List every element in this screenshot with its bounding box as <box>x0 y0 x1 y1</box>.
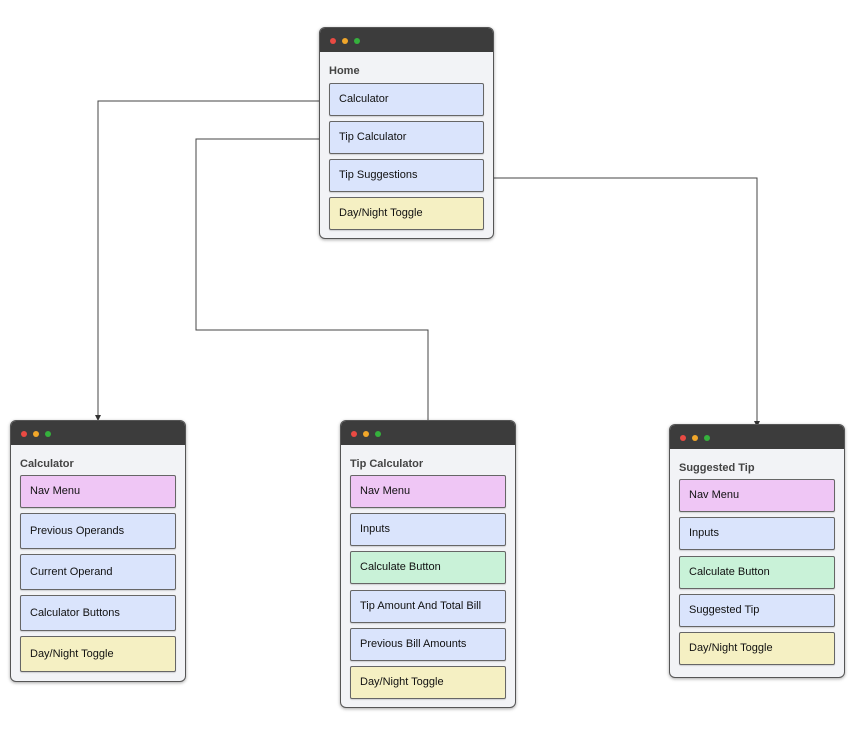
tip-calculator-item-tip-amount-and-total-bill[interactable]: Tip Amount And Total Bill <box>350 590 506 623</box>
window-title: Home <box>329 65 360 77</box>
window-calculator: Calculator Nav Menu Previous Operands Cu… <box>10 420 186 682</box>
tip-calculator-item-nav-menu[interactable]: Nav Menu <box>350 475 506 508</box>
suggested-tip-item-suggested-tip[interactable]: Suggested Tip <box>679 594 835 627</box>
tip-calculator-item-calculate-button[interactable]: Calculate Button <box>350 551 506 584</box>
calculator-item-nav-menu[interactable]: Nav Menu <box>20 475 176 508</box>
home-item-day-night-toggle[interactable]: Day/Night Toggle <box>329 197 484 230</box>
minimize-dot-icon <box>33 431 39 437</box>
titlebar <box>341 421 515 445</box>
window-home: Home Calculator Tip Calculator Tip Sugge… <box>319 27 494 239</box>
window-suggested-tip: Suggested Tip Nav Menu Inputs Calculate … <box>669 424 845 678</box>
window-title: Suggested Tip <box>679 462 755 474</box>
window-title: Calculator <box>20 458 74 470</box>
minimize-dot-icon <box>692 435 698 441</box>
suggested-tip-item-inputs[interactable]: Inputs <box>679 517 835 550</box>
maximize-dot-icon <box>45 431 51 437</box>
minimize-dot-icon <box>342 38 348 44</box>
tip-calculator-item-day-night-toggle[interactable]: Day/Night Toggle <box>350 666 506 699</box>
connector-home-to-calculator <box>95 98 334 421</box>
home-item-calculator[interactable]: Calculator <box>329 83 484 116</box>
tip-calculator-item-inputs[interactable]: Inputs <box>350 513 506 546</box>
calculator-item-day-night-toggle[interactable]: Day/Night Toggle <box>20 636 176 672</box>
close-dot-icon <box>680 435 686 441</box>
suggested-tip-item-day-night-toggle[interactable]: Day/Night Toggle <box>679 632 835 665</box>
titlebar <box>320 28 493 52</box>
maximize-dot-icon <box>375 431 381 437</box>
close-dot-icon <box>330 38 336 44</box>
home-item-tip-calculator[interactable]: Tip Calculator <box>329 121 484 154</box>
connector-home-to-suggested-tip <box>479 175 760 427</box>
calculator-item-previous-operands[interactable]: Previous Operands <box>20 513 176 549</box>
maximize-dot-icon <box>704 435 710 441</box>
titlebar <box>11 421 185 445</box>
home-item-tip-suggestions[interactable]: Tip Suggestions <box>329 159 484 192</box>
close-dot-icon <box>351 431 357 437</box>
tip-calculator-item-previous-bill-amounts[interactable]: Previous Bill Amounts <box>350 628 506 661</box>
close-dot-icon <box>21 431 27 437</box>
window-title: Tip Calculator <box>350 458 424 470</box>
titlebar <box>670 425 844 449</box>
minimize-dot-icon <box>363 431 369 437</box>
suggested-tip-item-calculate-button[interactable]: Calculate Button <box>679 556 835 589</box>
maximize-dot-icon <box>354 38 360 44</box>
calculator-item-current-operand[interactable]: Current Operand <box>20 554 176 590</box>
window-tip-calculator: Tip Calculator Nav Menu Inputs Calculate… <box>340 420 516 708</box>
suggested-tip-item-nav-menu[interactable]: Nav Menu <box>679 479 835 512</box>
calculator-item-calculator-buttons[interactable]: Calculator Buttons <box>20 595 176 631</box>
